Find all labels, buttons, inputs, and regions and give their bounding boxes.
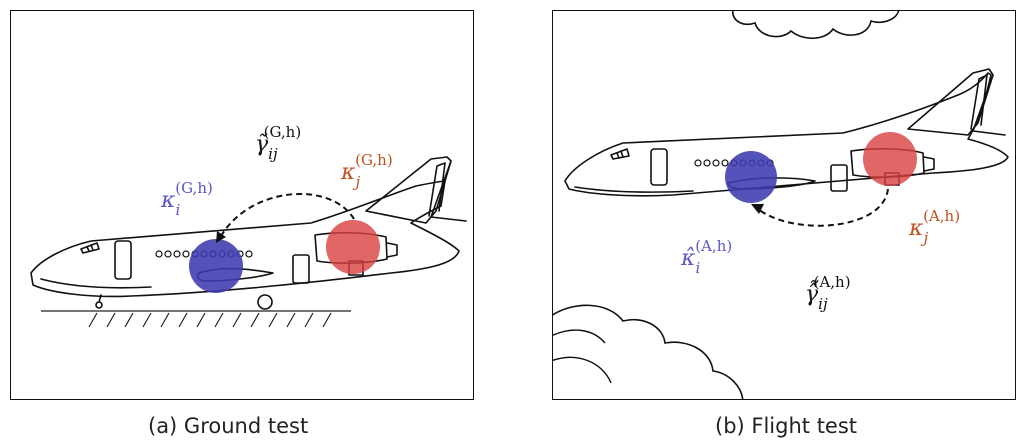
- aircraft-flight: [564, 68, 1009, 197]
- kappa-j-label-flight: κj(A,h): [908, 207, 960, 247]
- ground-line: [41, 310, 351, 328]
- ground-test-panel: γ̃ij(G,h) κi(G,h) κj(G,h): [10, 10, 474, 400]
- cloud-top: [732, 11, 900, 40]
- arrow-head: [751, 204, 764, 214]
- sensor-i-circle: [725, 151, 777, 203]
- coherence-arrow: [757, 188, 889, 227]
- gamma-label-ground: γ̃ij(G,h): [255, 123, 301, 163]
- kappa-i-label-ground: κi(G,h): [160, 179, 213, 219]
- gamma-label-flight: γ̂̃ij(A,h): [805, 273, 851, 313]
- caption-ground-test: (a) Ground test: [148, 414, 309, 438]
- sensor-j-circle: [326, 220, 380, 274]
- arrow-head: [216, 231, 226, 243]
- kappa-i-label-flight: κ̂i(A,h): [680, 237, 732, 277]
- flight-test-panel: κ̂i(A,h) κj(A,h) γ̂̃ij(A,h): [552, 10, 1016, 400]
- aircraft-ground: [30, 156, 467, 310]
- sensor-j-circle: [863, 132, 917, 186]
- ground-test-diagram: γ̃ij(G,h) κi(G,h) κj(G,h): [30, 123, 467, 328]
- kappa-j-label-ground: κj(G,h): [340, 151, 393, 191]
- cloud-bottom: [553, 304, 744, 399]
- sensor-i-circle: [189, 239, 243, 293]
- coherence-arrow: [220, 192, 355, 237]
- caption-flight-test: (b) Flight test: [715, 414, 858, 438]
- flight-test-diagram: κ̂i(A,h) κj(A,h) γ̂̃ij(A,h): [553, 11, 1009, 399]
